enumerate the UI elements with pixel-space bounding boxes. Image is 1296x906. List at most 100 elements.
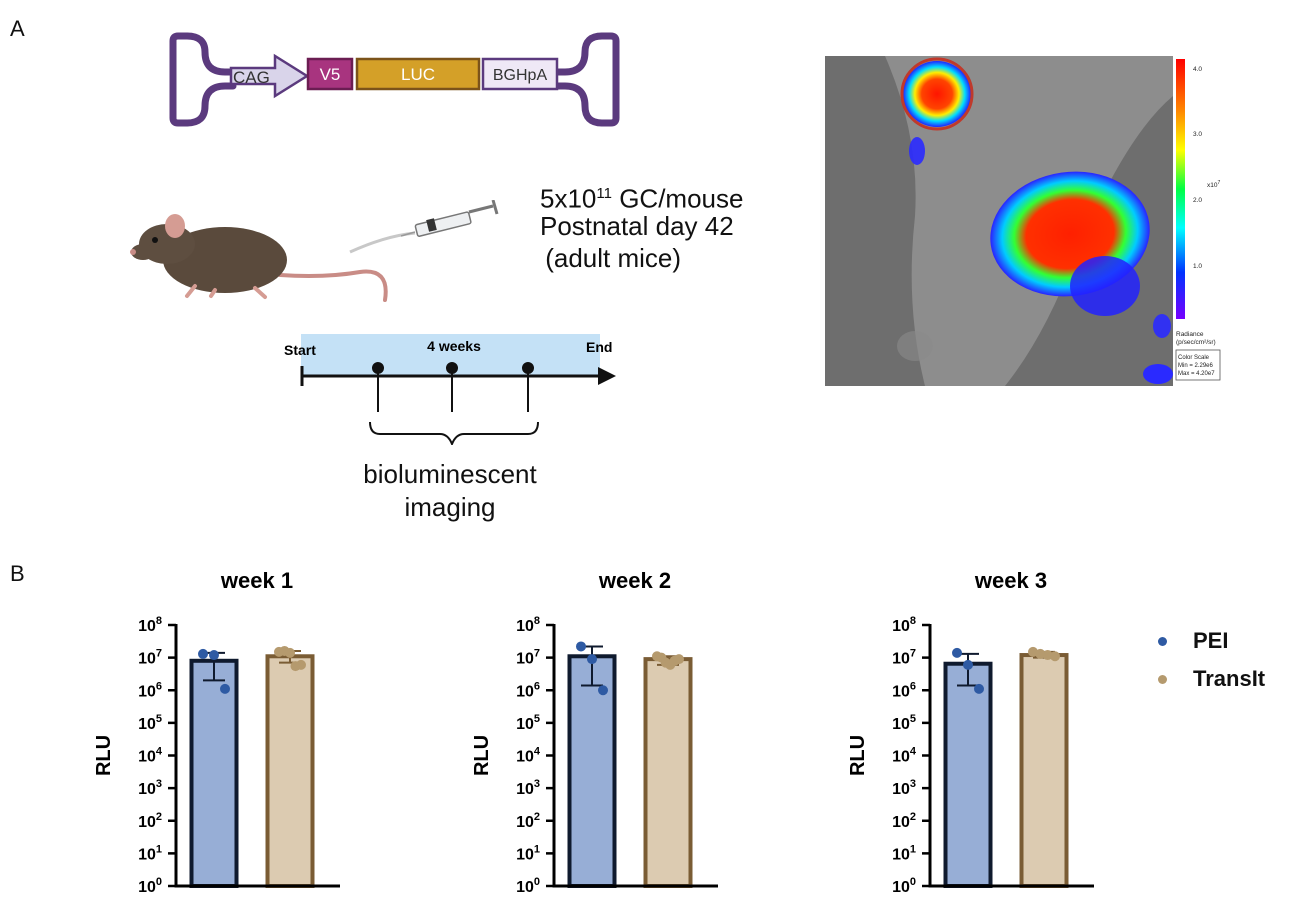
head-signal	[903, 61, 971, 127]
cag-promoter-arrow	[229, 53, 310, 99]
dose-base: 5x10	[540, 183, 597, 214]
left-itr-curl-top	[173, 50, 205, 79]
data-point-transit	[674, 654, 684, 665]
panel-a-label: A	[10, 16, 25, 41]
y-tick-label: 100	[892, 876, 916, 896]
y-axis-label: RLU	[93, 735, 115, 776]
bar-pei	[189, 658, 239, 889]
data-point-transit	[1035, 648, 1046, 659]
construct-diagram: CAG V5 LUC BGHpA	[169, 32, 620, 127]
y-tick-label: 106	[892, 680, 916, 700]
dose-unit: GC/mouse	[611, 183, 744, 214]
y-tick-label: 103	[516, 778, 540, 798]
timeline-end: End	[586, 339, 612, 355]
y-tick-label: 104	[138, 746, 163, 766]
color-scale-max: Max = 4.20e7	[1178, 371, 1215, 377]
timeline-arrowhead	[598, 367, 616, 385]
bar-transit	[265, 654, 315, 888]
data-point-pei	[587, 654, 597, 665]
mouse-icon	[130, 214, 388, 302]
luc-block	[355, 57, 481, 91]
timeline-duration: 4 weeks	[427, 338, 481, 354]
scale-tick: 4.0	[1193, 66, 1202, 73]
y-tick-label: 105	[138, 713, 162, 733]
y-tick-label: 106	[138, 680, 162, 700]
chart-title: week 1	[220, 568, 293, 593]
chart-title: week 2	[598, 568, 671, 593]
y-tick-label: 100	[138, 876, 162, 896]
panel-b-label: B	[10, 561, 25, 586]
radiance-title: Radiance	[1176, 331, 1204, 338]
bar-pei	[567, 654, 617, 888]
bar-transit	[643, 657, 693, 888]
color-scale-bar	[1176, 59, 1185, 319]
color-scale-min: Min = 2.29e6	[1178, 363, 1214, 369]
bar-chart-week1: week 1 RLU 100 101 102 103 104 105 106 107 108	[93, 568, 340, 896]
y-tick-label: 103	[138, 778, 162, 798]
chart-legend: PEI TransIt	[1158, 628, 1288, 708]
color-scale-title: Color Scale	[1178, 355, 1210, 361]
legend-label-transit: TransIt	[1193, 666, 1266, 691]
v5-label: V5	[320, 65, 341, 84]
legend-swatch-pei	[1158, 636, 1167, 646]
left-itr-bracket	[169, 32, 191, 127]
y-tick-label: 105	[892, 713, 916, 733]
right-itr-bracket	[598, 32, 620, 127]
data-point-pei	[198, 648, 208, 659]
luc-label: LUC	[401, 65, 435, 84]
data-point-transit	[285, 647, 295, 658]
y-tick-label: 101	[138, 843, 162, 863]
y-tick-label: 105	[516, 713, 540, 733]
timeline-start: Start	[284, 342, 316, 358]
left-itr-top	[183, 32, 237, 76]
y-tick-label: 107	[892, 648, 916, 668]
y-tick-label: 101	[516, 843, 540, 863]
syringe-icon	[349, 200, 499, 254]
y-tick-label: 107	[516, 648, 540, 668]
scale-multiplier: x107	[1207, 180, 1220, 189]
data-point-pei	[576, 641, 586, 652]
radiance-unit: (p/sec/cm²/sr)	[1176, 339, 1216, 346]
chart-title: week 3	[974, 568, 1047, 593]
y-axis-label: RLU	[847, 735, 869, 776]
y-tick-label: 102	[516, 811, 540, 831]
dose-text: 5x1011 GC/mouse	[540, 178, 743, 215]
y-tick-label: 104	[892, 746, 917, 766]
age-text: Postnatal day 42	[540, 211, 734, 241]
color-scale-box	[1175, 349, 1221, 381]
left-itr-bottom	[183, 82, 237, 127]
scale-tick: 3.0	[1193, 131, 1202, 138]
y-tick-label: 102	[138, 811, 162, 831]
v5-block	[306, 57, 354, 91]
y-axis-label: RLU	[471, 735, 493, 776]
bioluminescence-image: 4.0 3.0 2.0 1.0 x107 Radiance (p/sec/cm²…	[825, 56, 1225, 388]
data-point-pei	[598, 685, 608, 696]
bar-pei	[943, 661, 993, 888]
imaging-label-line2: imaging	[404, 492, 496, 522]
y-tick-label: 106	[516, 680, 540, 700]
cag-label: CAG	[233, 68, 270, 87]
data-point-pei	[209, 650, 219, 661]
age-note: (adult mice)	[538, 243, 682, 273]
y-tick-label: 108	[138, 615, 162, 635]
data-point-pei	[974, 683, 984, 694]
bghpa-block	[481, 57, 559, 91]
imaging-brace	[369, 421, 539, 445]
y-tick-label: 100	[516, 876, 540, 896]
y-tick-label: 101	[892, 843, 916, 863]
data-point-pei	[963, 659, 973, 670]
y-tick-label: 108	[892, 615, 916, 635]
mouse-injection-illustration	[130, 200, 499, 302]
timeline-diagram: Start End 4 weeks	[284, 334, 616, 445]
legend-item-transit: TransIt	[1158, 666, 1265, 692]
roi-circle	[900, 57, 974, 131]
y-tick-label: 107	[138, 648, 162, 668]
scale-tick: 1.0	[1193, 263, 1202, 270]
data-point-transit	[296, 659, 306, 670]
right-itr-top	[553, 32, 606, 76]
y-tick-label: 104	[516, 746, 541, 766]
legend-swatch-transit	[1158, 674, 1167, 684]
y-tick-label: 108	[516, 615, 540, 635]
legend-item-pei: PEI	[1158, 628, 1228, 654]
